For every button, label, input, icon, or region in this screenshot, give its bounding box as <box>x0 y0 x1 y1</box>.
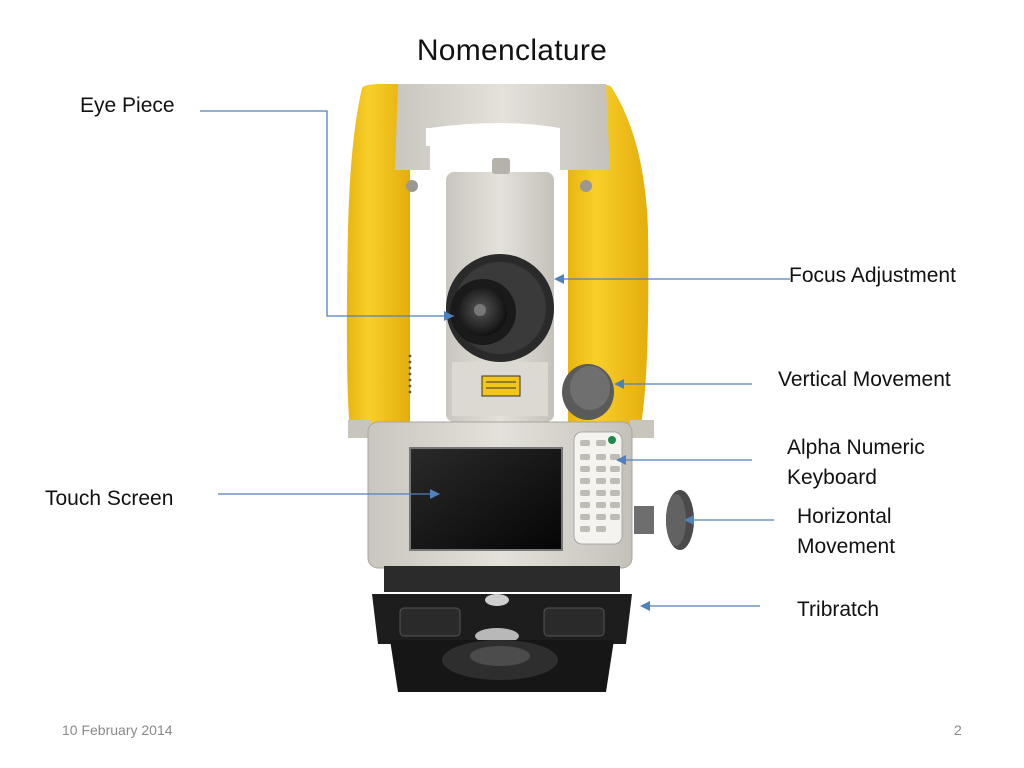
page-number: 2 <box>954 722 962 738</box>
horizontal-movement-knob <box>634 490 694 550</box>
arrow-vertical <box>614 379 624 389</box>
arrow-focus <box>554 274 564 284</box>
label-tribratch: Tribratch <box>797 598 880 621</box>
label-touch-screen: Touch Screen <box>45 487 174 510</box>
leader-lines <box>200 110 790 611</box>
label-eye-piece: Eye Piece <box>80 94 175 117</box>
arrow-keyboard <box>616 455 626 465</box>
leader-eye-piece <box>200 110 454 317</box>
label-alpha-numeric-line1: Alpha Numeric <box>787 436 925 459</box>
vertical-movement-knob <box>562 364 614 420</box>
control-panel <box>367 421 633 569</box>
label-horizontal-line1: Horizontal <box>797 505 892 528</box>
arrow-touch-screen <box>430 489 440 499</box>
tribrach-base <box>372 566 632 692</box>
label-alpha-numeric-line2: Keyboard <box>787 466 877 489</box>
instrument-body <box>346 84 654 438</box>
footer-date: 10 February 2014 <box>62 722 173 738</box>
label-vertical-movement: Vertical Movement <box>778 368 951 391</box>
label-horizontal-line2: Movement <box>797 535 896 558</box>
eye-piece <box>446 254 554 362</box>
label-focus-adjustment: Focus Adjustment <box>789 264 956 287</box>
arrow-horizontal <box>684 515 694 525</box>
arrow-eye-piece <box>444 311 454 321</box>
arrow-tribratch <box>640 601 650 611</box>
slide-title: Nomenclature <box>416 34 608 67</box>
